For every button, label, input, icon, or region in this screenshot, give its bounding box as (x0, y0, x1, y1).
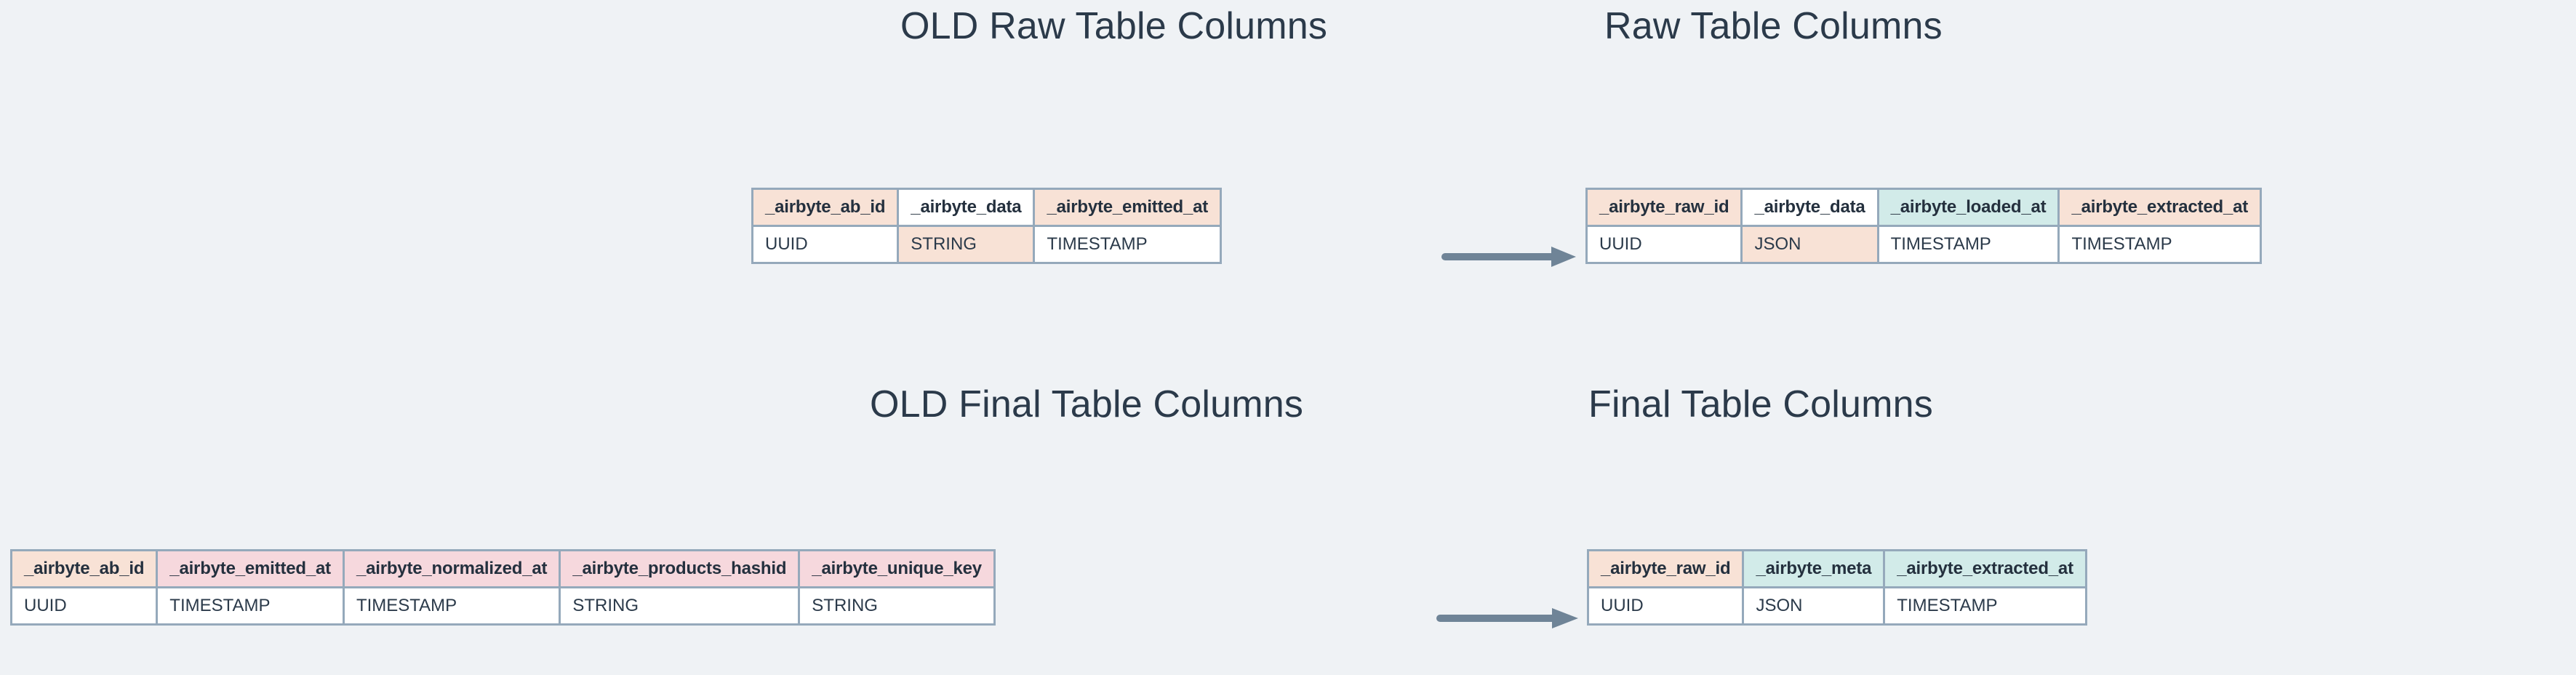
column-type-airbyte-normalized-at: TIMESTAMP (342, 586, 561, 626)
column-type-airbyte-extracted-at: TIMESTAMP (2057, 225, 2263, 264)
column-type-airbyte-products-hashid: STRING (559, 586, 801, 626)
column-type-airbyte-ab-id: UUID (9, 586, 159, 626)
column-type-airbyte-unique-key: STRING (798, 586, 996, 626)
column-header-airbyte-raw-id: _airbyte_raw_id (1585, 188, 1743, 227)
arrow-raw-transition (1441, 247, 1576, 267)
column-header-airbyte-emitted-at: _airbyte_emitted_at (1033, 188, 1223, 227)
table-header-row: _airbyte_raw_id _airbyte_meta _airbyte_e… (1586, 549, 2087, 588)
column-header-airbyte-ab-id: _airbyte_ab_id (751, 188, 900, 227)
column-type-airbyte-emitted-at: TIMESTAMP (1033, 225, 1223, 264)
table-old-final: _airbyte_ab_id _airbyte_emitted_at _airb… (9, 549, 996, 626)
column-header-airbyte-unique-key: _airbyte_unique_key (798, 549, 996, 588)
column-type-airbyte-meta: JSON (1742, 586, 1886, 626)
table-row: UUID JSON TIMESTAMP (1586, 586, 2087, 626)
title-new-final-table: Final Table Columns (1588, 383, 1933, 426)
column-type-airbyte-emitted-at: TIMESTAMP (156, 586, 345, 626)
column-header-airbyte-data: _airbyte_data (1740, 188, 1879, 227)
column-header-airbyte-data: _airbyte_data (897, 188, 1036, 227)
table-header-row: _airbyte_ab_id _airbyte_emitted_at _airb… (9, 549, 996, 588)
column-type-airbyte-ab-id: UUID (751, 225, 900, 264)
column-type-airbyte-raw-id: UUID (1586, 586, 1745, 626)
column-header-airbyte-ab-id: _airbyte_ab_id (9, 549, 159, 588)
column-type-airbyte-extracted-at: TIMESTAMP (1883, 586, 2087, 626)
column-header-airbyte-meta: _airbyte_meta (1742, 549, 1886, 588)
column-type-airbyte-data: STRING (897, 225, 1036, 264)
table-new-final: _airbyte_raw_id _airbyte_meta _airbyte_e… (1586, 549, 2087, 626)
table-header-row: _airbyte_raw_id _airbyte_data _airbyte_l… (1585, 188, 2263, 227)
table-row: UUID TIMESTAMP TIMESTAMP STRING STRING (9, 586, 996, 626)
title-new-raw-table: Raw Table Columns (1604, 5, 1943, 47)
table-new-raw: _airbyte_raw_id _airbyte_data _airbyte_l… (1585, 188, 2263, 264)
column-type-airbyte-loaded-at: TIMESTAMP (1876, 225, 2060, 264)
table-header-row: _airbyte_ab_id _airbyte_data _airbyte_em… (751, 188, 1223, 227)
column-header-airbyte-extracted-at: _airbyte_extracted_at (2057, 188, 2263, 227)
column-header-airbyte-raw-id: _airbyte_raw_id (1586, 549, 1745, 588)
title-old-raw-table: OLD Raw Table Columns (900, 5, 1328, 47)
table-old-raw: _airbyte_ab_id _airbyte_data _airbyte_em… (751, 188, 1223, 264)
table-row: UUID STRING TIMESTAMP (751, 225, 1223, 264)
column-header-airbyte-normalized-at: _airbyte_normalized_at (342, 549, 561, 588)
column-type-airbyte-data: JSON (1740, 225, 1879, 264)
table-row: UUID JSON TIMESTAMP TIMESTAMP (1585, 225, 2263, 264)
column-header-airbyte-products-hashid: _airbyte_products_hashid (559, 549, 801, 588)
column-header-airbyte-extracted-at: _airbyte_extracted_at (1883, 549, 2087, 588)
column-header-airbyte-emitted-at: _airbyte_emitted_at (156, 549, 345, 588)
arrow-final-transition (1436, 608, 1578, 628)
column-type-airbyte-raw-id: UUID (1585, 225, 1743, 264)
column-header-airbyte-loaded-at: _airbyte_loaded_at (1876, 188, 2060, 227)
title-old-final-table: OLD Final Table Columns (870, 383, 1304, 426)
